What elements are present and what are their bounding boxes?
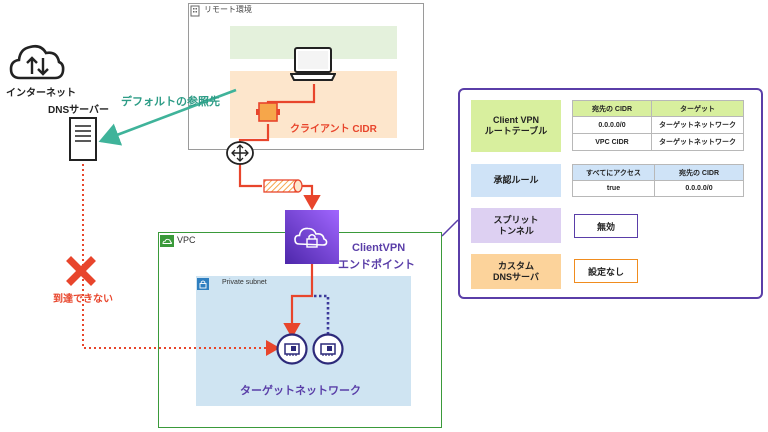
remote-environment-label: リモート環境 bbox=[204, 5, 252, 14]
network-interface-icon bbox=[312, 333, 344, 365]
unreachable-label: 到達できない bbox=[53, 294, 113, 305]
network-interface-icon bbox=[276, 333, 308, 365]
route-router-to-tunnel bbox=[238, 163, 262, 188]
laptop-icon bbox=[289, 46, 337, 84]
cloud-upload-download-icon bbox=[8, 38, 66, 84]
auth-rule-cell: 0.0.0.0/0 bbox=[654, 180, 744, 197]
lock-icon bbox=[197, 277, 209, 290]
auth-rule-cell: true bbox=[572, 180, 655, 197]
server-icon bbox=[68, 116, 98, 162]
route-dns-unreachable bbox=[82, 164, 280, 356]
private-subnet-label: Private subnet bbox=[222, 279, 267, 286]
route-endpoint-to-eni2 bbox=[314, 294, 330, 336]
route-table-cell: ターゲットネットワーク bbox=[651, 116, 744, 134]
route-table-header-target: ターゲット bbox=[651, 100, 744, 117]
cross-icon bbox=[66, 256, 96, 286]
vpn-endpoint-icon bbox=[285, 210, 339, 264]
auth-rule-header-cidr: 宛先の CIDR bbox=[654, 164, 744, 181]
auth-rule-header-access: すべてにアクセス bbox=[572, 164, 655, 181]
endpoint-label-line1: ClientVPN bbox=[352, 242, 406, 254]
route-table-cell: 0.0.0.0/0 bbox=[572, 116, 652, 134]
route-table-cell: VPC CIDR bbox=[572, 133, 652, 151]
split-tunnel-label: スプリット トンネル bbox=[471, 208, 561, 243]
default-ref-label: デフォルトの参照先 bbox=[121, 96, 220, 108]
route-table-label: Client VPN ルートテーブル bbox=[471, 100, 561, 152]
client-cidr-area bbox=[230, 71, 397, 138]
client-interface-icon bbox=[256, 100, 280, 124]
dns-server-label: DNSサーバー bbox=[48, 105, 110, 116]
custom-dns-label: カスタム DNSサーバ bbox=[471, 254, 561, 289]
internet-label: インターネット bbox=[6, 88, 76, 99]
building-icon bbox=[189, 4, 201, 17]
target-network-label: ターゲットネットワーク bbox=[240, 385, 361, 397]
auth-rule-label: 承認ルール bbox=[471, 164, 561, 197]
default-dns-arrow bbox=[98, 88, 237, 146]
vpn-tunnel-icon bbox=[262, 178, 304, 194]
endpoint-to-panel-connector bbox=[441, 219, 459, 237]
route-tunnel-to-endpoint bbox=[302, 184, 321, 211]
vpc-cloud-icon bbox=[160, 234, 174, 247]
router-icon bbox=[225, 140, 255, 166]
client-cidr-label: クライアント CIDR bbox=[290, 124, 377, 135]
route-table-header-cidr: 宛先の CIDR bbox=[572, 100, 652, 117]
custom-dns-value: 設定なし bbox=[574, 259, 638, 283]
route-table-cell: ターゲットネットワーク bbox=[651, 133, 744, 151]
route-endpoint-to-eni1 bbox=[283, 262, 314, 339]
split-tunnel-value: 無効 bbox=[574, 214, 638, 238]
endpoint-label-line2: エンドポイント bbox=[338, 259, 415, 271]
vpc-label: VPC bbox=[177, 235, 196, 245]
